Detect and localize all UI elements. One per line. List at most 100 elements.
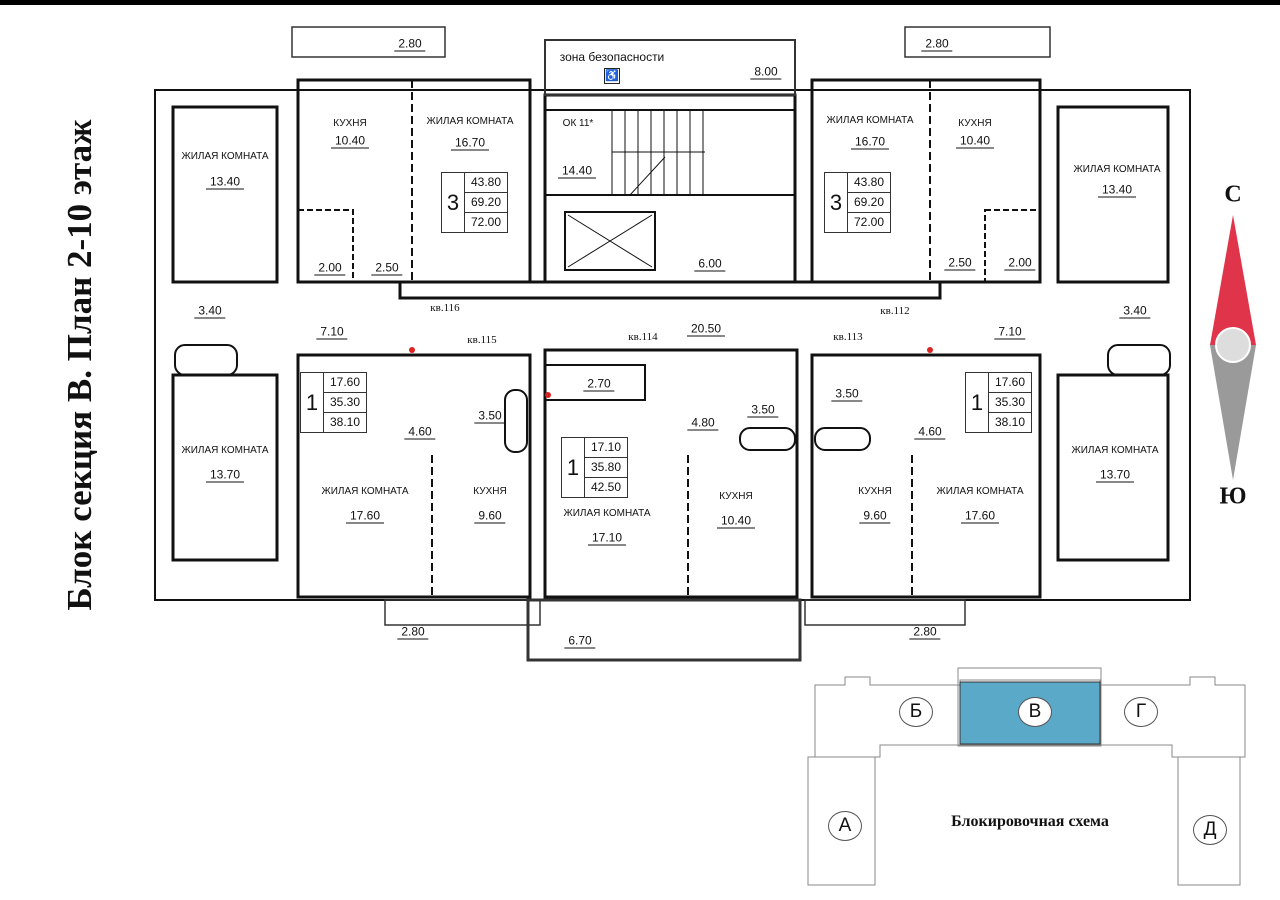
right3-living2-name: ЖИЛАЯ КОМНАТА <box>826 115 914 126</box>
storage-area: 2.70 <box>583 377 615 392</box>
left3-hall-area: 2.50 <box>371 261 403 276</box>
bathtub-kv114 <box>739 427 796 451</box>
compass-needle <box>1210 215 1256 480</box>
unit-kv113 <box>810 353 1042 599</box>
corridor-wall <box>398 280 942 300</box>
total-area: 35.30 <box>324 393 367 413</box>
center1-hall-area: 4.80 <box>687 416 719 431</box>
left1-living-name: ЖИЛАЯ КОМНАТА <box>321 486 409 497</box>
right3-living1-area: 13.40 <box>1097 183 1137 198</box>
room-left-living-13-40 <box>171 105 279 284</box>
outer-wall <box>154 89 1191 601</box>
balconies <box>291 26 1051 662</box>
bathtub-right <box>1107 344 1171 376</box>
stair-label: ОК 11* <box>562 118 594 129</box>
left3-living2-area: 16.70 <box>450 136 490 151</box>
section-d: Д <box>1193 815 1227 845</box>
storage-2-70 <box>544 364 646 401</box>
compass-south-label: Ю <box>1219 483 1247 510</box>
right1-kitchen-area: 9.60 <box>859 509 891 524</box>
lift-hall-area: 6.00 <box>694 257 726 272</box>
stairwell <box>544 109 796 196</box>
section-g: Г <box>1124 697 1158 727</box>
living-area: 17.60 <box>989 373 1032 393</box>
total-area-with-balcony: 38.10 <box>330 415 361 429</box>
living-area: 43.80 <box>465 173 508 193</box>
living-area: 43.80 <box>848 173 891 193</box>
left1-kitchen-area: 9.60 <box>474 509 506 524</box>
right3-living1-name: ЖИЛАЯ КОМНАТА <box>1073 164 1161 175</box>
left1-bath-area: 3.50 <box>474 409 506 424</box>
walls <box>154 78 1191 601</box>
left3-bathroom-area: 3.40 <box>194 304 226 319</box>
right3-balcony: 2.80 <box>921 37 953 52</box>
room-right-living-13-40 <box>1056 105 1170 284</box>
left1-kitchen-name: КУХНЯ <box>473 486 507 497</box>
left3-living1-area: 13.40 <box>205 175 245 190</box>
bathtub-kv115 <box>504 389 528 453</box>
entrance-area: 6.70 <box>564 634 596 649</box>
total-area-with-balcony: 72.00 <box>471 215 502 229</box>
right1-living-area: 17.60 <box>960 509 1000 524</box>
center1-bath-area: 3.50 <box>747 403 779 418</box>
right1-hall-area: 4.60 <box>914 425 946 440</box>
stair-area: 14.40 <box>557 164 597 179</box>
section-b: Б <box>899 697 933 727</box>
right3-kitchen-area: 10.40 <box>955 134 995 149</box>
block-scheme-outline <box>807 667 1246 886</box>
unit-right-3room <box>810 78 1042 284</box>
section-a: А <box>828 811 862 841</box>
right3-corridor-area: 7.10 <box>994 325 1026 340</box>
right3-hall-area: 2.50 <box>944 256 976 271</box>
right1-side-living-area: 13.70 <box>1095 468 1135 483</box>
right3-bath-area: 2.00 <box>1004 256 1036 271</box>
left3-living2-name: ЖИЛАЯ КОМНАТА <box>426 116 514 127</box>
right3-kitchen-name: КУХНЯ <box>958 118 992 129</box>
unit-kv114 <box>543 348 799 599</box>
elevator <box>564 211 656 271</box>
right1-kitchen-name: КУХНЯ <box>858 486 892 497</box>
total-area-with-balcony: 42.50 <box>591 480 622 494</box>
left3-kitchen-name: КУХНЯ <box>333 118 367 129</box>
wheelchair-icon: ♿ <box>604 68 620 84</box>
left1-balcony: 2.80 <box>397 625 429 640</box>
apartment-tag-114: кв.114 <box>628 331 658 343</box>
room-count: 3 <box>442 173 465 232</box>
left3-kitchen-area: 10.40 <box>330 134 370 149</box>
total-area: 69.20 <box>848 193 891 213</box>
balcony-area-8-00: 8.00 <box>750 65 782 80</box>
living-area: 17.60 <box>324 373 367 393</box>
right3-living2-area: 16.70 <box>850 135 890 150</box>
unit-kv115 <box>296 353 532 599</box>
room-count: 1 <box>562 438 585 497</box>
left3-bath-area: 2.00 <box>314 261 346 276</box>
block-scheme-title: Блокировочная схема <box>951 813 1109 830</box>
apartment-tag-113: кв.113 <box>833 331 863 343</box>
living-area: 17.10 <box>585 438 628 458</box>
center1-kitchen-name: КУХНЯ <box>719 491 753 502</box>
center1-living-area: 17.10 <box>587 531 627 546</box>
total-area-with-balcony: 72.00 <box>854 215 885 229</box>
room-right-living-13-70 <box>1056 373 1170 562</box>
left3-living1-name: ЖИЛАЯ КОМНАТА <box>181 151 269 162</box>
left3-corridor-area: 7.10 <box>316 325 348 340</box>
section-v: В <box>1018 697 1052 727</box>
right1-side-living-name: ЖИЛАЯ КОМНАТА <box>1071 445 1159 456</box>
right1-balcony: 2.80 <box>909 625 941 640</box>
left1-living-area: 17.60 <box>345 509 385 524</box>
center1-kitchen-area: 10.40 <box>716 514 756 529</box>
compass-north-label: С <box>1224 181 1242 208</box>
total-area: 35.30 <box>989 393 1032 413</box>
left1-side-living-name: ЖИЛАЯ КОМНАТА <box>181 445 269 456</box>
safety-zone-label: зона безопасности <box>559 50 665 64</box>
right1-bath-area: 3.50 <box>831 387 863 402</box>
apartment-tag-116: кв.116 <box>430 302 460 314</box>
bathtub-left <box>174 344 238 376</box>
room-count: 1 <box>301 373 324 432</box>
apartment-tag-112: кв.112 <box>880 305 910 317</box>
total-area-with-balcony: 38.10 <box>995 415 1026 429</box>
